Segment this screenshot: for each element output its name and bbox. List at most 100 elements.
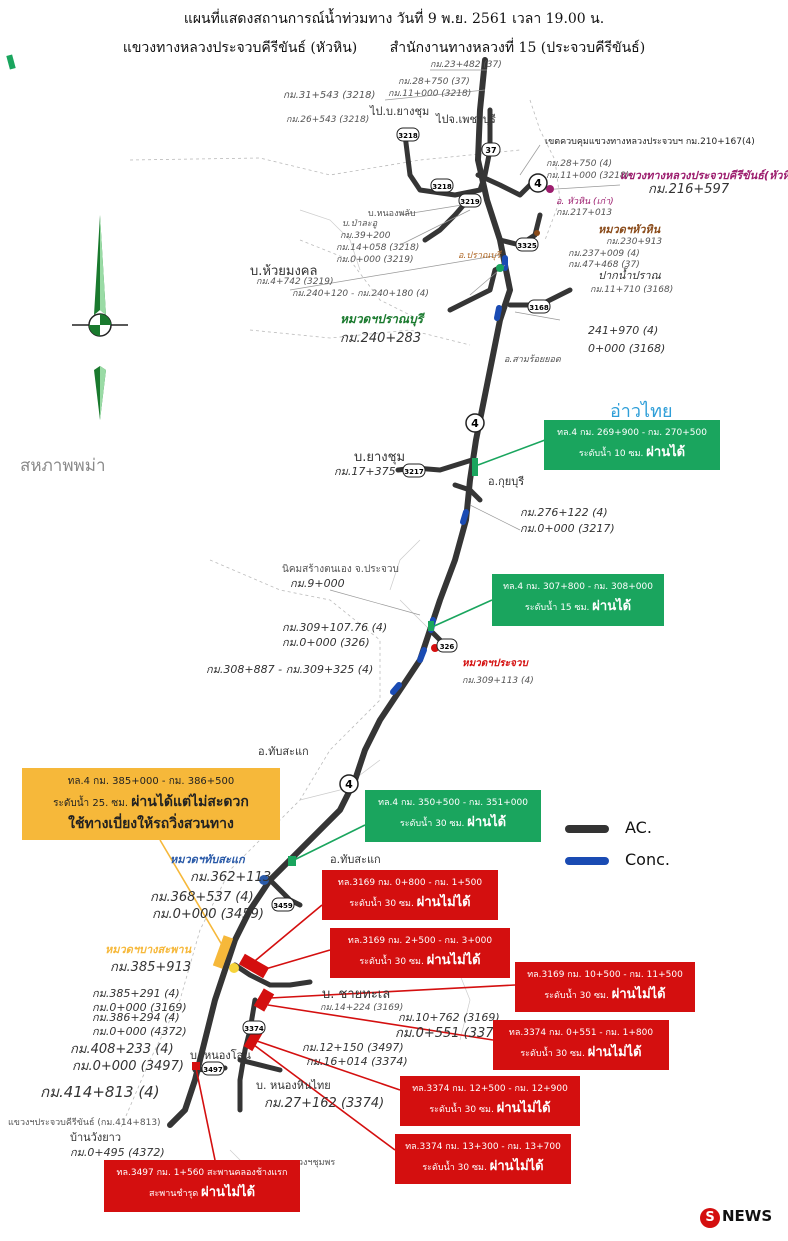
flood-box-r4: ทล.3374 กม. 0+551 - กม. 1+800 ระดับน้ำ 3… <box>493 1020 669 1070</box>
label-km276-122: กม.276+122 (4) <box>520 506 608 519</box>
map-title: แผนที่แสดงสถานการณ์น้ำท่วมทาง วันที่ 9 พ… <box>183 11 605 27</box>
label-pranburi: อ.ปราณบุรี <box>458 251 501 261</box>
label-boundary-note: เขตควบคุมแขวงทางหลวงประจวบฯ กม.210+167(4… <box>545 137 755 147</box>
label-km0-000-3219: กม.0+000 (3219) <box>336 255 414 265</box>
flood-box-g2-status: ผ่านได้ <box>592 599 632 614</box>
flood-box-g1: ทล.4 กม. 269+900 - กม. 270+500 ระดับน้ำ … <box>544 420 720 470</box>
svg-text:3218: 3218 <box>398 132 418 140</box>
flood-box-r3: ทล.3169 กม. 10+500 - กม. 11+500 ระดับน้ำ… <box>515 962 695 1012</box>
shield-4-north: 4 <box>528 173 548 193</box>
label-thapsakae: อ.ทับสะแก <box>258 745 309 758</box>
pointer-lines <box>159 439 546 1161</box>
label-km362-113: กม.362+113 <box>190 870 272 885</box>
province-boundaries <box>119 99 561 1131</box>
svg-text:4: 4 <box>345 778 353 791</box>
label-km216-597: กม.216+597 <box>648 182 730 197</box>
flood-box-g3: ทล.4 กม. 350+500 - กม. 351+000 ระดับน้ำ … <box>365 790 541 842</box>
label-km385-913: กม.385+913 <box>110 960 192 975</box>
shield-326: 326 <box>436 638 458 653</box>
label-km0-000-3217: กม.0+000 (3217) <box>520 522 615 535</box>
flood-box-g1-level: ระดับน้ำ 10 ซม. <box>578 449 644 459</box>
flood-box-y1: ทล.4 กม. 385+000 - กม. 386+500 ระดับน้ำ … <box>22 768 280 840</box>
label-km240-283: กม.240+283 <box>340 331 422 346</box>
flood-box-r4-level: ระดับน้ำ 30 ซม. <box>520 1049 585 1059</box>
label-nongphlap: บ.หนองพลับ <box>368 209 416 219</box>
label-km31-543: กม.31+543 (3218) <box>283 90 376 101</box>
label-km23-482: กม.23+482 (37) <box>430 60 502 70</box>
flood-markers <box>192 458 478 1070</box>
label-km0-000-4372: กม.0+000 (4372) <box>92 1025 187 1038</box>
label-pranburi-unit: หมวดฯปราณบุรี <box>340 312 424 326</box>
label-km12-150: กม.12+150 (3497) <box>302 1041 404 1054</box>
svg-text:3374: 3374 <box>244 1025 264 1033</box>
label-km4-742: กม.4+742 (3219) <box>256 277 334 287</box>
legend-conc: Conc. <box>565 850 670 869</box>
label-km0-000-3168: 0+000 (3168) <box>588 342 666 355</box>
label-chumphon-district: แขวงฯชุมพร <box>286 1158 336 1168</box>
subtitle-office: สำนักงานทางหลวงที่ 15 (ประจวบคีรีขันธ์) <box>389 40 646 56</box>
flood-box-y1-detour: ใช้ทางเบี่ยงให้รถวิ่งสวนทาง <box>68 816 234 832</box>
label-km408-233: กม.408+233 (4) <box>70 1042 174 1057</box>
flood-box-y1-status: ผ่านได้แต่ไม่สะดวก <box>131 794 249 810</box>
thapsakae-unit-point <box>259 875 269 885</box>
bangsaphan-unit-point <box>229 963 239 973</box>
label-km385-291: กม.385+291 (4) <box>92 987 180 1000</box>
flood-box-r1-level: ระดับน้ำ 30 ซม. <box>349 899 414 909</box>
label-banwangyao: บ้านวังยาว <box>70 1131 122 1144</box>
flood-box-r7: ทล.3497 กม. 1+560 สะพานคลองช้างแรก สะพาน… <box>104 1160 300 1212</box>
label-chaithale: บ. ชายทะเล <box>322 987 391 1002</box>
label-km240-120: กม.240+120 - กม.240+180 (4) <box>292 289 429 299</box>
label-km0-000-3459: กม.0+000 (3459) <box>152 907 264 922</box>
pranburi-unit-point <box>496 264 504 272</box>
shield-3218-b: 3218 <box>430 178 454 193</box>
label-km0-551: กม.0+551 (3374) <box>395 1026 507 1041</box>
shield-3497: 3497 <box>201 1061 225 1076</box>
shield-3217: 3217 <box>402 463 426 478</box>
label-to-yangchum: ไป.บ.ยางชุม <box>370 105 430 118</box>
label-nonghinthai: บ. หนองหินไทย <box>256 1079 331 1092</box>
region-myanmar: สหภาพพม่า <box>20 456 106 476</box>
flood-box-r6-level: ระดับน้ำ 30 ซม. <box>422 1163 487 1173</box>
label-km39-200: กม.39+200 <box>340 231 391 241</box>
flood-box-r5: ทล.3374 กม. 12+500 - กม. 12+900 ระดับน้ำ… <box>400 1076 580 1126</box>
legend-conc-swatch <box>565 856 609 865</box>
flood-box-r7-level: สะพานชำรุด <box>148 1189 199 1199</box>
label-km28-750: กม.28+750 (37) <box>398 77 470 87</box>
shield-37: 37 <box>481 142 501 157</box>
flood-box-g2-location: ทล.4 กม. 307+800 - กม. 308+000 <box>503 582 653 592</box>
label-km0-000-326: กม.0+000 (326) <box>282 636 370 649</box>
label-km308-887: กม.308+887 - กม.309+325 (4) <box>206 663 374 676</box>
label-thapsakae-2: อ.ทับสะแก <box>330 853 381 866</box>
label-kuiburi: อ.กุยบุรี <box>488 475 525 488</box>
label-km368-537: กม.368+537 (4) <box>150 890 254 905</box>
svg-text:3168: 3168 <box>529 304 549 312</box>
label-patalu: บ.ป่าละอู <box>342 219 378 229</box>
flood-box-r2: ทล.3169 กม. 2+500 - กม. 3+000 ระดับน้ำ 3… <box>330 928 510 978</box>
label-district-border: แขวงฯประจวบคีรีขันธ์ (กม.414+813) <box>8 1118 161 1128</box>
label-nongsan: บ. หนองโสน <box>190 1049 251 1062</box>
label-prachuap-unit: หมวดฯประจวบ <box>462 658 528 669</box>
label-nikhom: นิคมสร้างตนเอง จ.ประจวบ <box>282 564 399 575</box>
corner-mark <box>6 54 16 70</box>
shield-3219: 3219 <box>458 193 482 208</box>
label-thapsakae-unit: หมวดฯทับสะแก <box>170 853 245 866</box>
flood-box-r1: ทล.3169 กม. 0+800 - กม. 1+500 ระดับน้ำ 3… <box>322 870 498 920</box>
subtitle-district: แขวงทางหลวงประจวบคีรีขันธ์ (หัวหิน) <box>122 40 358 56</box>
flood-box-g3-status: ผ่านได้ <box>467 815 507 830</box>
flood-box-r2-level: ระดับน้ำ 30 ซม. <box>359 957 424 967</box>
label-km27-162: กม.27+162 (3374) <box>264 1096 385 1111</box>
label-km217-013: กม.217+013 <box>556 208 613 218</box>
svg-text:37: 37 <box>485 146 496 155</box>
huahin-unit-point <box>534 230 540 236</box>
label-km241-970: 241+970 (4) <box>588 324 659 337</box>
flood-box-r1-status: ผ่านไม่ได้ <box>416 895 471 910</box>
label-km414-813: กม.414+813 (4) <box>40 1083 160 1101</box>
label-huahin-old: อ. หัวหิน (เก่า) <box>556 197 614 207</box>
flood-box-r4-status: ผ่านไม่ได้ <box>587 1045 642 1060</box>
label-huahin-unit: หมวดฯหัวหิน <box>598 223 661 236</box>
label-km309-113: กม.309+113 (4) <box>462 676 534 686</box>
flood-box-r6-location: ทล.3374 กม. 13+300 - กม. 13+700 <box>405 1142 561 1152</box>
label-km309-107: กม.309+107.76 (4) <box>282 621 388 634</box>
label-km10-762: กม.10+762 (3169) <box>398 1011 500 1024</box>
